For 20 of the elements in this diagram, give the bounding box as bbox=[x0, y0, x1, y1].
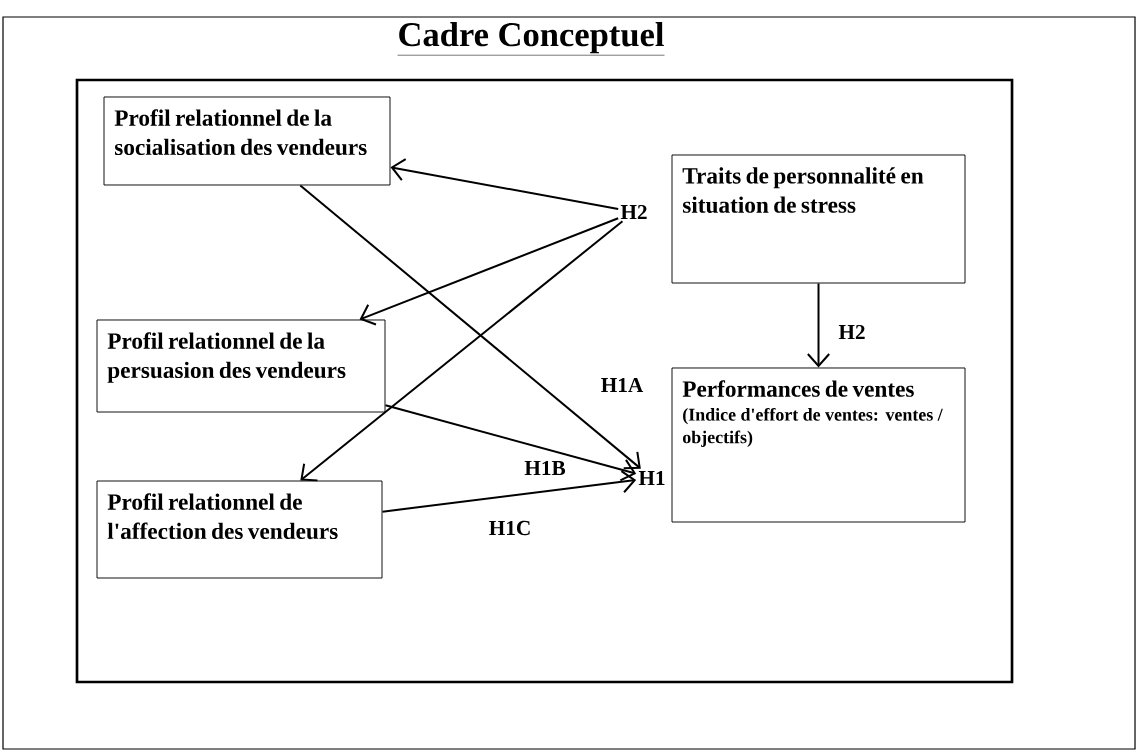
arrow bbox=[381, 470, 637, 513]
edge-label: H2 bbox=[837, 323, 867, 341]
frame-box bbox=[75, 78, 1014, 684]
edge-label: H1B bbox=[523, 459, 567, 477]
hypothesis-label: H2 bbox=[620, 204, 647, 220]
arrow bbox=[384, 404, 637, 482]
arrow bbox=[299, 184, 641, 470]
concept-box: Performances de ventes (Indice d'effort de ventes: ventes / objectifs) bbox=[671, 367, 966, 523]
concept-box: Profil relationnel de la persuasion des vendeurs bbox=[96, 319, 386, 413]
hypothesis-label: H1 bbox=[638, 471, 665, 485]
arrow bbox=[359, 217, 620, 326]
edge-label: H1A bbox=[599, 376, 645, 394]
concept-box: Profil relationnel de la socialisation des vendeurs bbox=[103, 96, 391, 186]
arrow bbox=[390, 158, 620, 211]
arrow bbox=[300, 220, 624, 482]
arrow bbox=[806, 282, 831, 368]
concept-box: Traits de personnalité en situation de stress bbox=[671, 154, 966, 284]
concept-box: Profil relationnel de l'affection des vendeurs bbox=[96, 480, 383, 579]
title: Cadre Conceptuel bbox=[397, 22, 665, 56]
edge-label: H1C bbox=[487, 519, 533, 537]
